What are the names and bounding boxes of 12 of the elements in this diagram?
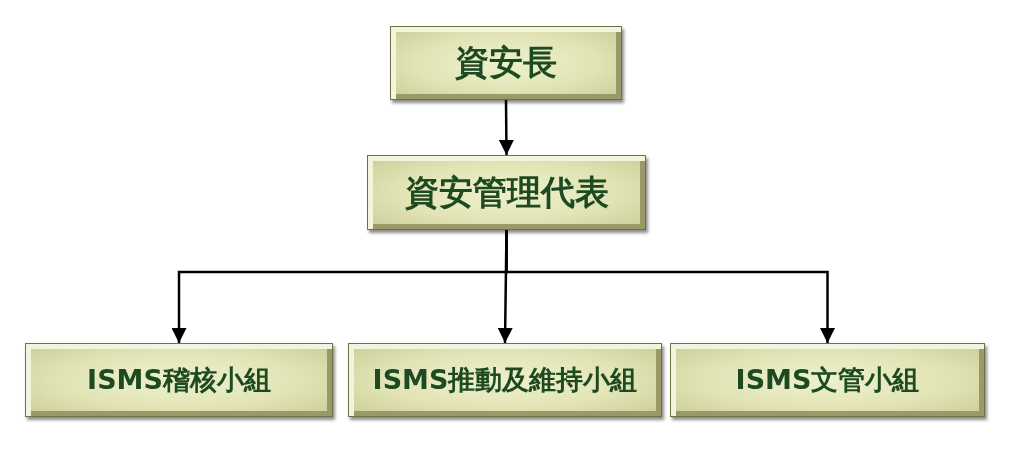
org-box xyxy=(390,26,622,100)
box-label: 資安長 xyxy=(455,41,557,84)
box-label: ISMS稽核小組 xyxy=(87,363,271,397)
arrow xyxy=(498,100,514,155)
org-box xyxy=(25,343,333,417)
box-label: ISMS推動及維持小組 xyxy=(372,363,638,397)
org-box xyxy=(367,155,646,230)
box-label: ISMS文管小組 xyxy=(735,363,920,397)
arrow xyxy=(505,230,835,343)
org-box xyxy=(348,343,662,417)
box-label: 資安管理代表 xyxy=(404,170,609,214)
org-box xyxy=(670,343,985,417)
